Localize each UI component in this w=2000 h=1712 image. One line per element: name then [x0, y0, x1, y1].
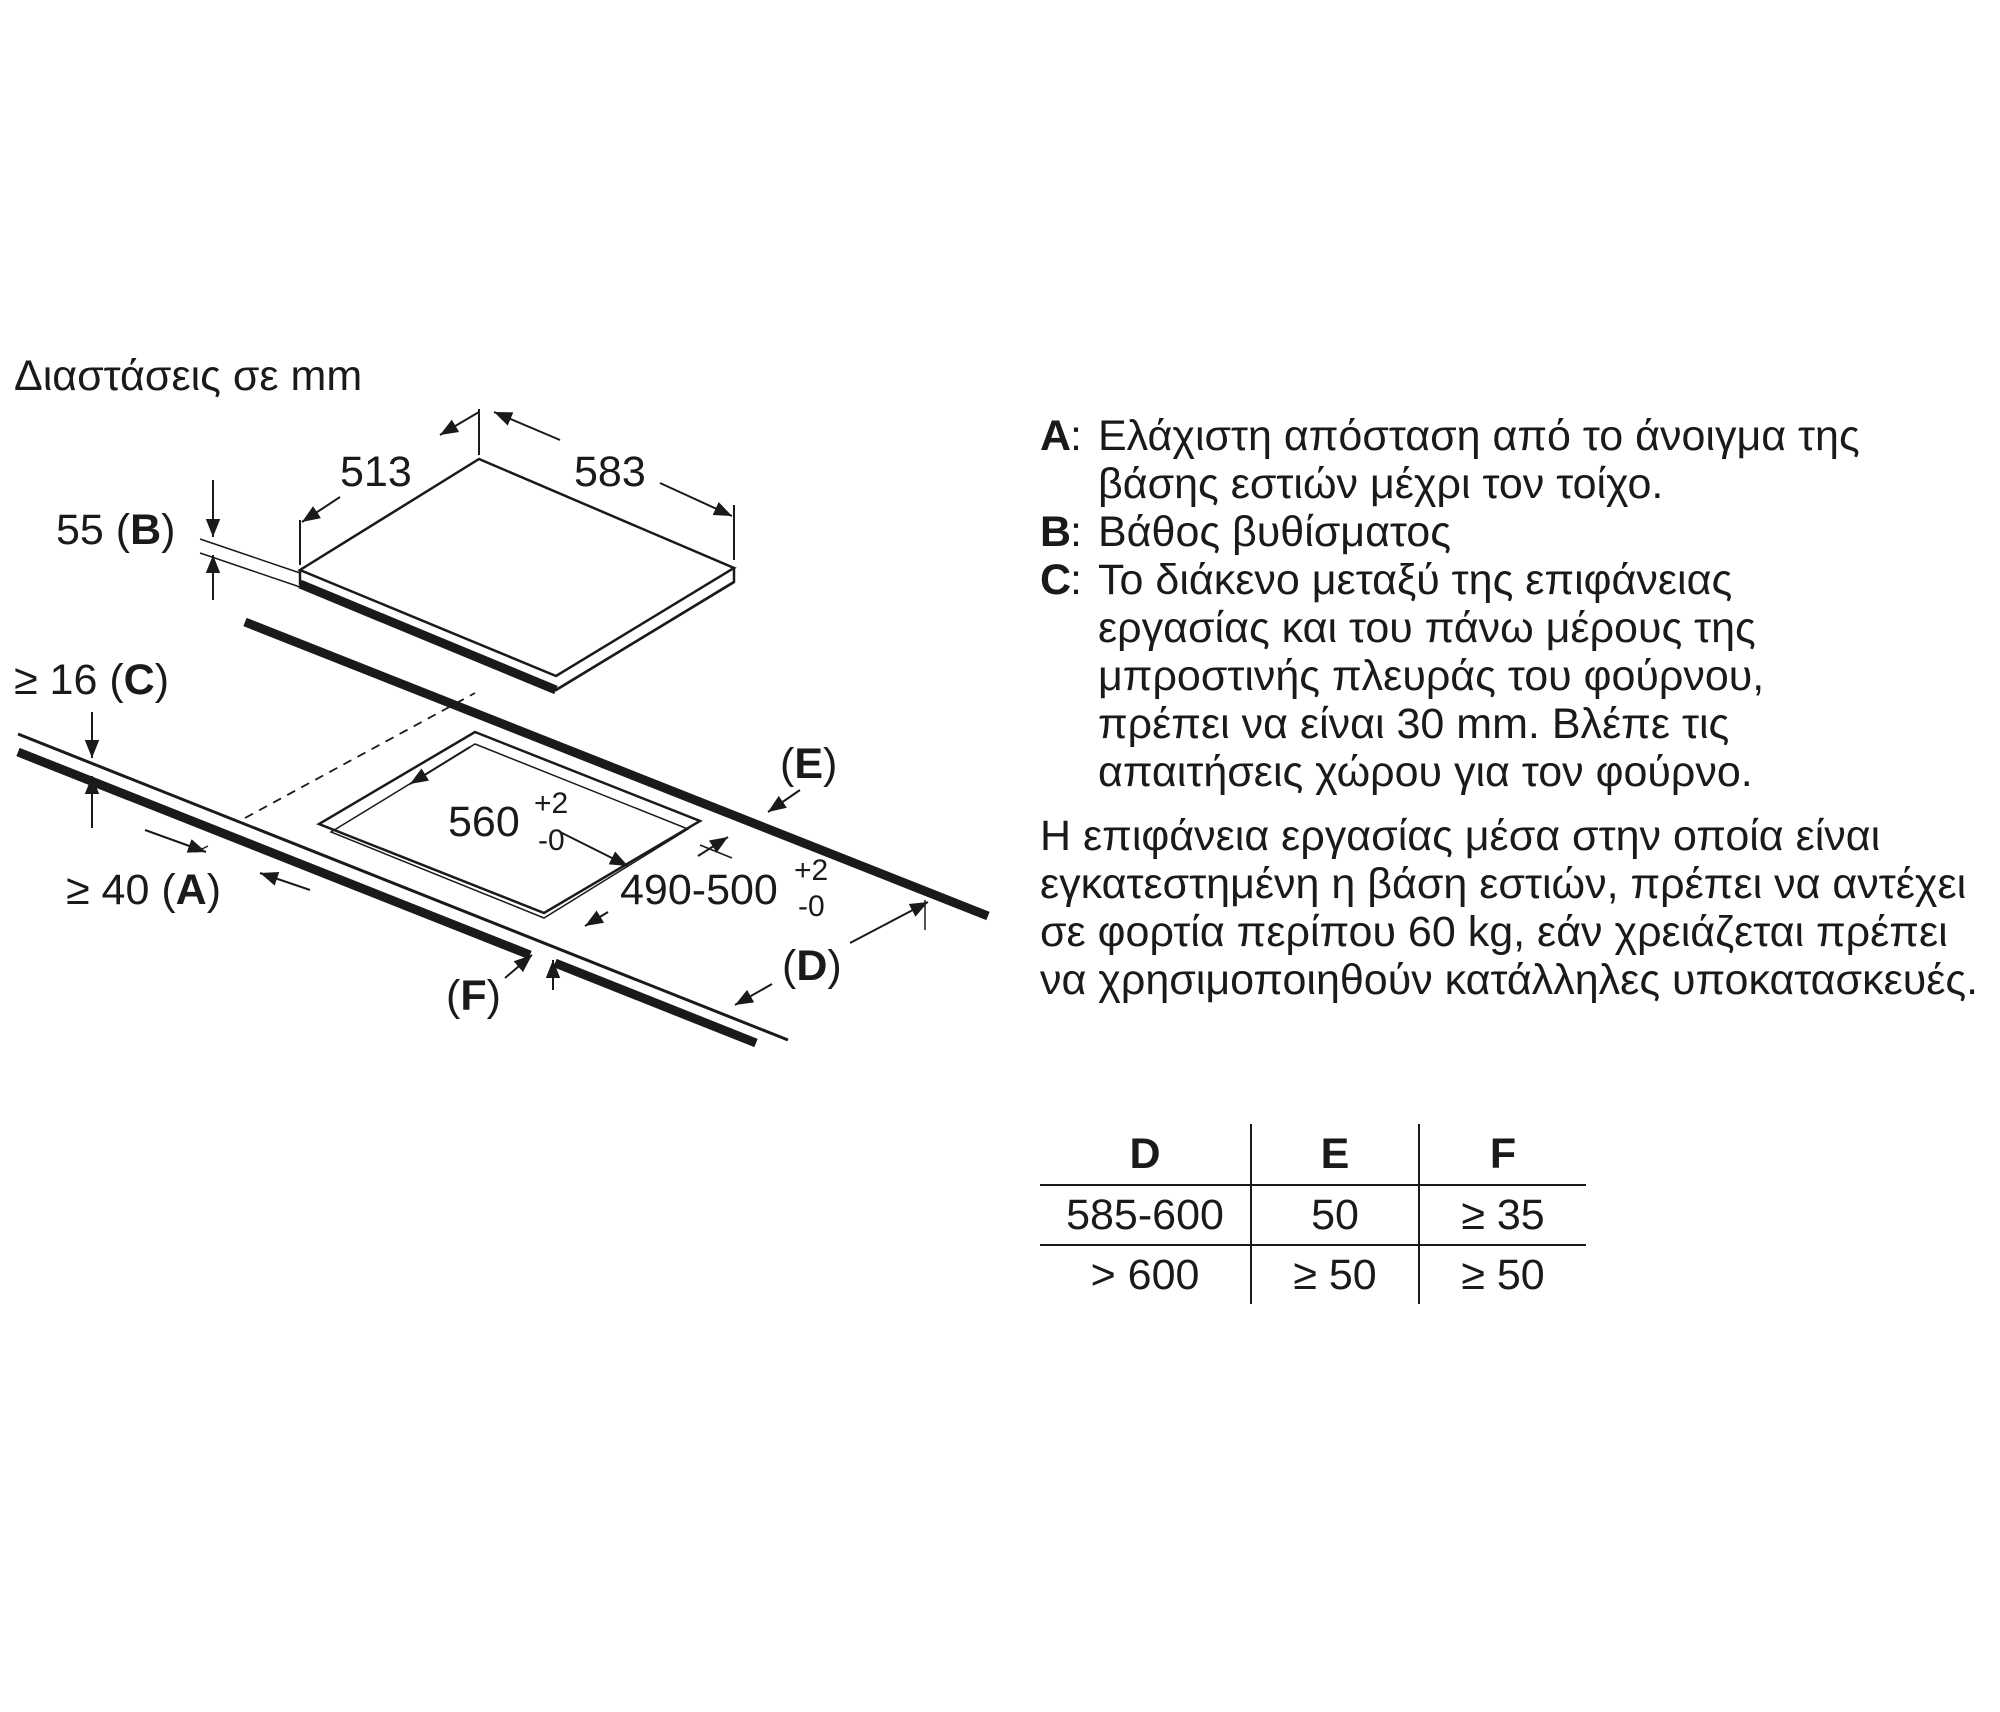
- legend: A : Ελάχιστη απόσταση από το άνοιγμα της…: [1040, 412, 1990, 796]
- label-d: (D): [782, 942, 842, 990]
- legend-key: C: [1040, 556, 1072, 604]
- dimension-gap-a: ≥ 40 (A): [66, 829, 311, 914]
- table-cell: 50: [1250, 1185, 1419, 1245]
- column-header-d: D: [1129, 1129, 1161, 1178]
- cutout-depth-value: 490-500: [620, 866, 778, 914]
- legend-item-c: C : Το διάκενο μεταξύ της επιφάνειας εργ…: [1040, 556, 1990, 796]
- hob-drawing: [297, 457, 737, 695]
- table-header-row: D E F: [1040, 1124, 1586, 1185]
- cutout-depth-minus: -0: [798, 890, 825, 923]
- column-header-f: F: [1418, 1124, 1586, 1185]
- legend-text: Ελάχιστη απόσταση από το άνοιγμα της βάσ…: [1098, 412, 1860, 508]
- dimension-cutout-width: 560 +2 -0: [409, 746, 629, 867]
- label-e: (E): [780, 740, 837, 788]
- legend-colon: :: [1070, 556, 1082, 604]
- legend-text: Βάθος βυθίσματος: [1098, 508, 1451, 556]
- cutout-width-minus: -0: [538, 824, 565, 857]
- countertop-drawing: [16, 617, 990, 1048]
- table-cell: 585-600: [1066, 1190, 1224, 1239]
- table-row: 585-600 50 ≥ 35: [1040, 1185, 1586, 1245]
- width-value: 513: [340, 448, 412, 496]
- table-cell: ≥ 50: [1250, 1245, 1419, 1304]
- cutout-width-value: 560: [448, 798, 520, 846]
- dimension-depth-b: 55 (B): [56, 480, 301, 600]
- legend-item-b: B : Βάθος βυθίσματος: [1040, 508, 1990, 556]
- column-header-e: E: [1250, 1124, 1419, 1185]
- legend-item-a: A : Ελάχιστη απόσταση από το άνοιγμα της…: [1040, 412, 1990, 508]
- legend-key: B: [1040, 508, 1072, 556]
- label-f: (F): [446, 972, 501, 1020]
- table-cell: ≥ 35: [1418, 1185, 1586, 1245]
- legend-key: A: [1040, 412, 1072, 460]
- dimension-e: (E): [767, 740, 837, 813]
- dimension-gap-c: ≥ 16 (C): [14, 656, 169, 828]
- table-cell: > 600: [1090, 1250, 1200, 1299]
- legend-colon: :: [1070, 412, 1082, 460]
- dimension-f: (F): [446, 954, 561, 1020]
- depth-value: 583: [574, 448, 646, 496]
- table-cell: ≥ 50: [1418, 1245, 1586, 1304]
- dimension-d: (D): [734, 900, 929, 1006]
- gap-c-label: ≥ 16 (C): [14, 656, 169, 704]
- units-label: Διαστάσεις σε mm: [14, 352, 362, 400]
- dimension-cutout-depth: 490-500 +2 -0: [584, 836, 828, 927]
- legend-colon: :: [1070, 508, 1082, 556]
- cutout-width-plus: +2: [534, 787, 568, 820]
- legend-text: Το διάκενο μεταξύ της επιφάνειας εργασία…: [1098, 556, 1765, 796]
- dimension-width-513: 513: [299, 409, 480, 565]
- dimension-depth-583: 583: [493, 411, 735, 560]
- gap-a-label: ≥ 40 (A): [66, 866, 221, 914]
- depth-b-label: 55 (B): [56, 506, 176, 554]
- table-row: > 600 ≥ 50 ≥ 50: [1040, 1245, 1586, 1304]
- dimension-table: D E F 585-600 50 ≥ 35 > 600 ≥ 50 ≥ 50: [1040, 1124, 1586, 1304]
- load-note: Η επιφάνεια εργασίας μέσα στην οποία είν…: [1040, 812, 1979, 1004]
- cutout-depth-plus: +2: [794, 854, 828, 887]
